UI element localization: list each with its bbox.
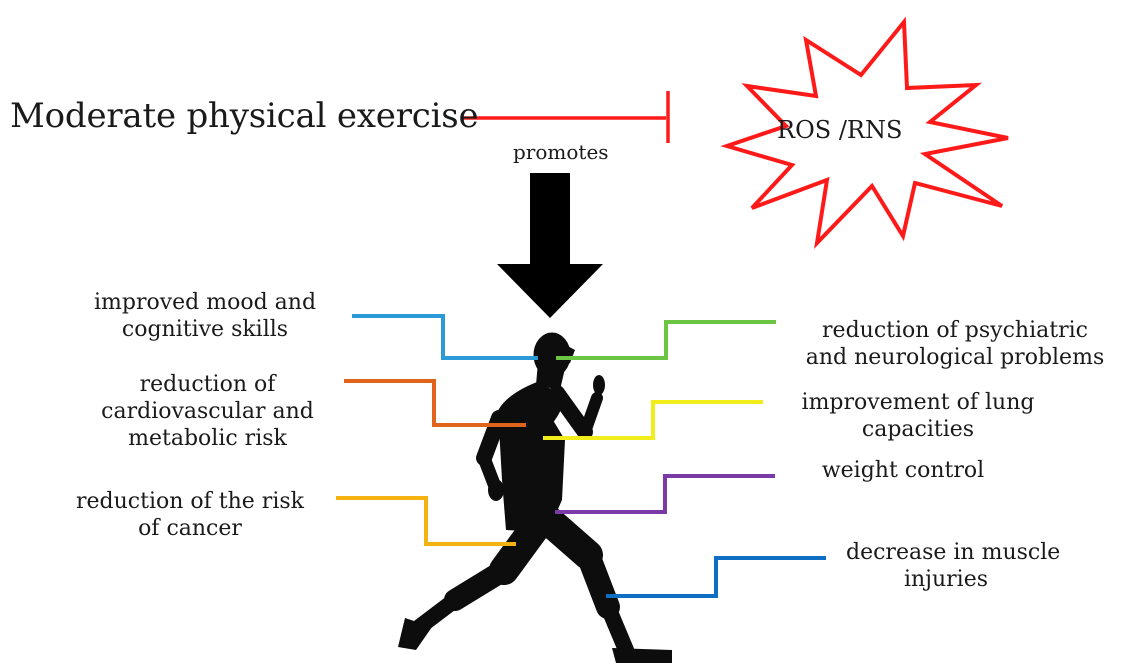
- connector-cancer: [336, 496, 516, 546]
- benefit-mood-label: improved mood and cognitive skills: [70, 290, 340, 344]
- benefit-cardio-line-2: cardiovascular and: [101, 398, 314, 424]
- benefit-cardio-line-3: metabolic risk: [128, 425, 287, 451]
- benefit-weight-label: weight control: [808, 458, 998, 485]
- connector-lung: [543, 400, 763, 440]
- connector-weight: [555, 474, 775, 514]
- benefit-mood-line-1: improved mood and: [93, 290, 317, 315]
- promotes-label: promotes: [513, 140, 609, 164]
- benefit-weight-line-1: weight control: [821, 458, 985, 483]
- benefit-psychiatric-label: reduction of psychiatric and neurologica…: [785, 318, 1125, 372]
- benefit-cancer-label: reduction of the risk of cancer: [65, 489, 315, 543]
- benefit-psychiatric-line-1: reduction of psychiatric: [822, 318, 1088, 343]
- connector-mood: [352, 314, 538, 360]
- benefit-lung-line-2: capacities: [861, 416, 975, 442]
- benefit-cardio-line-1: reduction of: [139, 372, 276, 397]
- connector-muscle: [606, 556, 826, 598]
- benefit-cancer-line-2: of cancer: [138, 515, 242, 541]
- benefit-muscle-line-2: injuries: [903, 566, 989, 592]
- benefit-mood-line-2: cognitive skills: [121, 316, 289, 342]
- benefit-lung-line-1: improvement of lung: [801, 390, 1035, 415]
- benefit-cardio-label: reduction of cardiovascular and metaboli…: [100, 372, 315, 452]
- runner-silhouette: [398, 332, 672, 663]
- benefit-lung-label: improvement of lung capacities: [783, 390, 1053, 444]
- promotes-arrow: [497, 173, 603, 318]
- benefit-psychiatric-line-2: and neurological problems: [805, 344, 1105, 370]
- benefit-muscle-line-1: decrease in muscle: [846, 540, 1061, 565]
- connector-psych: [556, 320, 776, 360]
- benefit-muscle-label: decrease in muscle injuries: [846, 540, 1061, 594]
- benefit-cancer-line-1: reduction of the risk: [76, 489, 304, 514]
- connector-cardio: [344, 379, 526, 427]
- ros-rns-label: ROS /RNS: [777, 116, 903, 144]
- ros-burst-shape: [720, 16, 1009, 249]
- diagram-title: Moderate physical exercise: [10, 96, 479, 136]
